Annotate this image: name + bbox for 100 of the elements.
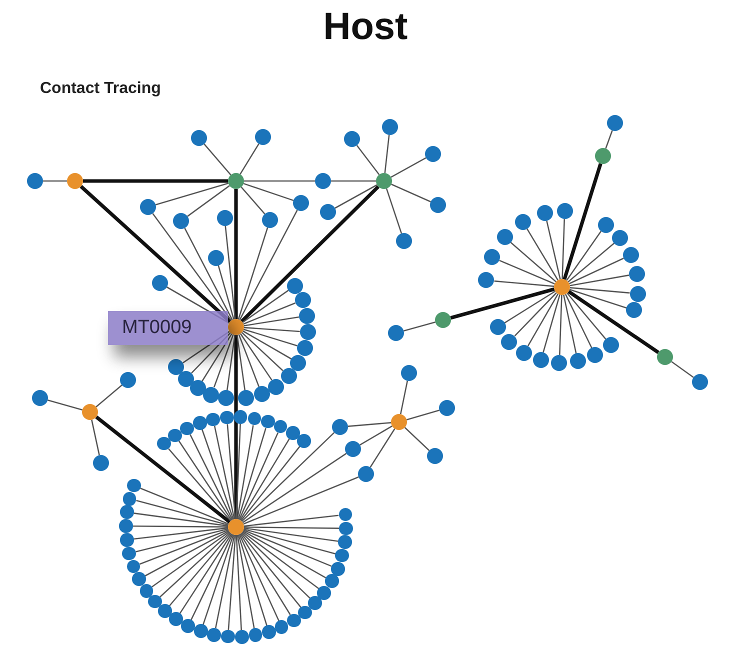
contact-node-circle (268, 378, 284, 395)
contact-node-circle (262, 212, 278, 228)
contact-node-circle (430, 197, 446, 213)
contact-node-circle (207, 628, 222, 642)
connector-line (242, 330, 292, 360)
connector-line (133, 527, 228, 540)
connector-line (43, 180, 67, 182)
contact-node-circle (181, 619, 195, 633)
contact-node-circle (119, 519, 133, 533)
connector-line (136, 528, 228, 552)
contact-node-circle (194, 624, 208, 638)
contact-node-circle (120, 505, 134, 520)
contact-node-circle (388, 325, 404, 341)
contact-node-circle (478, 272, 494, 288)
connector-line (214, 334, 234, 388)
contact-node-circle (191, 130, 207, 146)
section-heading: Contact Tracing (40, 80, 161, 98)
connector-line (187, 185, 230, 217)
contact-node-circle (315, 173, 331, 189)
connector-line (241, 532, 311, 599)
hub-node-circle (228, 173, 244, 189)
connector-line (238, 534, 268, 626)
contact-node-circle (254, 386, 270, 402)
contact-node-circle (501, 334, 518, 350)
contact-node-circle (293, 195, 309, 211)
contact-node-circle (324, 574, 339, 588)
connector-line (568, 290, 660, 354)
title: Host (322, 6, 409, 49)
contact-node-circle (168, 359, 184, 376)
contact-node-circle (120, 533, 134, 547)
connector-line (562, 219, 566, 280)
contact-node-circle (396, 233, 412, 249)
contact-node-circle (126, 560, 140, 574)
connector-line (499, 260, 555, 284)
connector-line (234, 189, 238, 319)
connector-line (236, 334, 246, 390)
contact-node-circle (206, 412, 220, 426)
contact-node-circle (612, 230, 628, 246)
connector-line (243, 182, 294, 202)
contact-node-circle (120, 372, 136, 388)
connector-line (136, 500, 228, 526)
contact-node-circle (401, 365, 417, 381)
connector-line (564, 294, 592, 348)
connector-line (244, 527, 338, 542)
connector-line (214, 534, 236, 628)
connector-line (504, 290, 556, 324)
contact-node-circle (274, 420, 288, 434)
connector-line (214, 426, 235, 520)
contact-node-circle (439, 400, 455, 416)
connector-line (184, 228, 233, 320)
connector-line (168, 448, 232, 522)
connector-line (239, 210, 298, 320)
contact-node-circle (290, 355, 306, 371)
connector-line (204, 144, 232, 176)
contact-node-circle (274, 620, 288, 634)
contact-node-circle (158, 604, 172, 618)
connector-line (568, 258, 624, 284)
connector-line (558, 294, 562, 355)
contact-node-circle (280, 368, 297, 384)
contact-node-circle (180, 422, 194, 436)
connector-line (244, 514, 339, 527)
connector-line (152, 213, 232, 321)
contact-node-circle (570, 353, 586, 370)
contact-node-circle (298, 606, 312, 620)
contact-node-circle (551, 354, 568, 371)
connector-line (236, 424, 241, 520)
contact-node-circle (692, 374, 708, 390)
connector-line (494, 280, 554, 287)
contact-node-circle (598, 216, 614, 233)
connector-line (390, 157, 426, 178)
contact-node-circle (127, 478, 141, 492)
contact-node-circle (425, 146, 441, 162)
contact-node-circle (140, 584, 154, 598)
hub-node-circle (82, 404, 98, 420)
connector-line (384, 134, 390, 174)
connector-line (236, 534, 255, 629)
connector-line (238, 334, 260, 387)
connector-line (406, 410, 440, 420)
connector-line (243, 476, 359, 525)
connector-line (240, 333, 272, 380)
connector-line (244, 316, 300, 326)
connector-line (386, 188, 402, 234)
connector-line (190, 534, 234, 620)
connector-line (243, 302, 296, 325)
connector-line (144, 530, 230, 576)
connector-line (240, 438, 290, 520)
connector-line (244, 528, 336, 555)
connector-line (240, 143, 260, 175)
connector-line (48, 400, 82, 410)
hub-node-circle (67, 173, 83, 189)
connector-line (240, 446, 301, 522)
connector-line (218, 265, 234, 320)
contact-node-circle (622, 246, 639, 263)
contact-node-circle (238, 390, 254, 406)
contact-node-circle (382, 119, 398, 135)
connector-line (546, 220, 561, 280)
connector-line (242, 290, 289, 323)
contact-node-circle (178, 370, 194, 387)
contact-node-circle (260, 414, 275, 428)
contact-node-circle (220, 410, 234, 424)
